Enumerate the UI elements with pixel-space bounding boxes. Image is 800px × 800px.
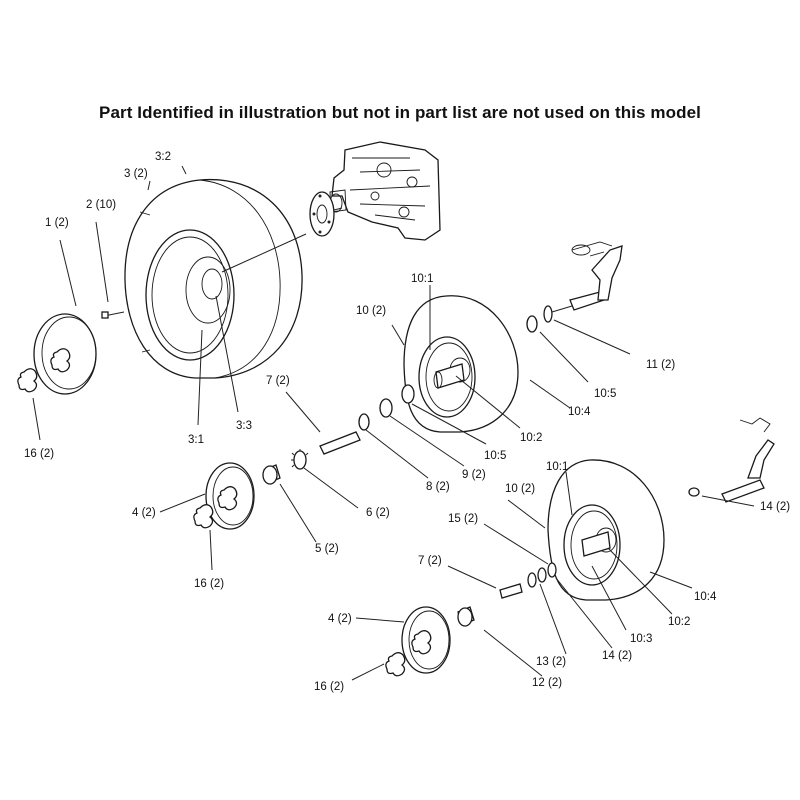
page-title: Part Identified in illustration but not …	[99, 103, 701, 122]
wheel-hub	[309, 191, 343, 237]
rear-wheel	[124, 178, 307, 379]
callout-2: 2 (10)	[86, 199, 116, 211]
callout-16-second: 16 (2)	[194, 578, 224, 590]
retaining-clip-16	[17, 348, 71, 393]
callout-3-2: 3:2	[155, 151, 171, 163]
callout-3: 3 (2)	[124, 168, 148, 180]
callout-10-5-second: 10:5	[484, 450, 506, 462]
hub-cap-4-upper	[193, 462, 255, 530]
callout-15: 15 (2)	[448, 513, 478, 525]
bolt-2	[101, 311, 125, 319]
callout-4-second: 4 (2)	[328, 613, 352, 625]
callout-10-1-second: 10:1	[546, 461, 568, 473]
front-wheel-lower	[547, 459, 665, 601]
callout-10-1-first: 10:1	[411, 273, 433, 285]
callout-10-4-second: 10:4	[694, 591, 717, 603]
callout-12: 12 (2)	[532, 677, 562, 689]
gear-6	[291, 449, 309, 470]
axle-7-lower	[499, 562, 557, 599]
callout-10-3: 10:3	[630, 633, 652, 645]
callout-labels: 3:2 3 (2) 2 (10) 1 (2) 16 (2) 3:1 3:3 10…	[24, 151, 790, 693]
callout-3-1: 3:1	[188, 434, 204, 446]
callout-11: 11 (2)	[646, 359, 675, 371]
hub-cap-4-lower	[385, 606, 451, 677]
callout-3-3: 3:3	[236, 420, 252, 432]
callout-1: 1 (2)	[45, 217, 69, 229]
callout-13: 13 (2)	[536, 656, 566, 668]
callout-16-third: 16 (2)	[314, 681, 344, 693]
callout-7-second: 7 (2)	[418, 555, 442, 567]
callout-6: 6 (2)	[366, 507, 390, 519]
callout-10-5-first: 10:5	[594, 388, 616, 400]
callout-7-first: 7 (2)	[266, 375, 290, 387]
transaxle-housing	[329, 141, 441, 241]
callout-10-first: 10 (2)	[356, 305, 386, 317]
callout-9: 9 (2)	[462, 469, 486, 481]
bushing-12	[457, 606, 475, 627]
callout-5: 5 (2)	[315, 543, 339, 555]
callout-4-first: 4 (2)	[132, 507, 156, 519]
callout-14-second: 14 (2)	[602, 650, 632, 662]
callout-8: 8 (2)	[426, 481, 450, 493]
leader-lines	[32, 165, 755, 681]
callout-10-2-second: 10:2	[668, 616, 690, 628]
callout-16-first: 16 (2)	[24, 448, 54, 460]
callout-10-2-first: 10:2	[520, 432, 542, 444]
bushing-5	[262, 464, 281, 485]
axle-7-upper	[319, 384, 415, 455]
front-wheel-upper	[403, 295, 519, 433]
callout-14-first: 14 (2)	[760, 501, 790, 513]
callout-10-second: 10 (2)	[505, 483, 535, 495]
spindle-14-lower	[688, 417, 775, 503]
callout-10-4-first: 10:4	[568, 406, 591, 418]
spindle-11-upper	[526, 241, 623, 333]
